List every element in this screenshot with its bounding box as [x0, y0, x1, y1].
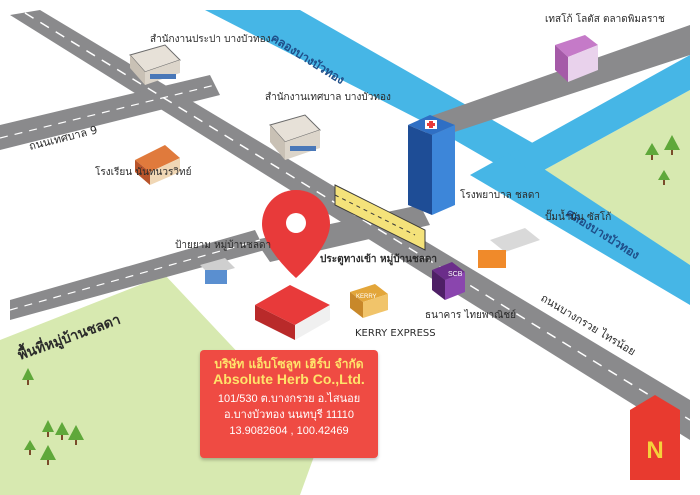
gas-station [478, 228, 540, 268]
right-green-area [535, 90, 690, 265]
road-centerline [24, 12, 691, 421]
bus-stop [200, 258, 235, 284]
municipal-office-building [269, 114, 321, 160]
road-lower-centerline [9, 239, 261, 311]
district-office-building [129, 44, 181, 85]
kerry-sign: KERRY [356, 294, 377, 300]
label-hospital: โรงพยาบาล ชลดา [460, 188, 540, 201]
canal-top [205, 10, 545, 175]
address-line-2: อ.บางบัวทอง นนทบุรี 11110 [223, 409, 354, 421]
label-tesco: เทสโก้ โลตัส ตลาดพิมลราช [545, 12, 665, 25]
company-info-card: บริษัท แอ็บโซลูท เฮิร์บ จำกัด Absolute H… [200, 350, 378, 458]
label-school: โรงเรียน นันทนวรวิทย์ [95, 165, 191, 178]
label-municipal-office: สำนักงานเทศบาล บางบัวทอง [265, 92, 391, 103]
label-kerry: KERRY EXPRESS [355, 328, 436, 339]
school-building [135, 145, 180, 185]
label-gas-station: ปั๊มน้ำมัน ซัสโก้ [545, 209, 611, 223]
gps-coordinates: 13.9082604 , 100.42469 [229, 425, 349, 437]
tesco-building [555, 35, 598, 82]
company-name-english: Absolute Herb Co.,Ltd. [213, 371, 365, 387]
north-letter: N [646, 437, 663, 464]
bridge [334, 184, 426, 251]
company-name-thai: บริษัท แอ็บโซลูท เฮิร์บ จำกัด [214, 357, 364, 371]
bank-building [432, 262, 465, 300]
canal-right [470, 150, 690, 305]
trees [22, 135, 680, 465]
label-bus-stop: ป้ายยาม หมู่บ้านชลดา [175, 239, 271, 251]
road-top-right [420, 25, 690, 140]
location-pin [262, 190, 330, 278]
road-left-centerline [0, 84, 216, 139]
canal-right-2 [510, 55, 690, 175]
label-gate: ประตูทางเข้า หมู่บ้านชลดา [320, 253, 437, 266]
address-line-1: 101/530 ต.บางกรวย อ.ไสนอย [217, 393, 361, 405]
company-building [255, 285, 330, 340]
road-left-lower [10, 230, 265, 320]
label-district-office: สำนักงานประปา บางบัวทอง [150, 34, 271, 45]
hospital-building [408, 115, 455, 215]
kerry-building [350, 284, 388, 318]
label-bank: ธนาคาร ไทยพาณิชย์ [425, 309, 516, 321]
road-left-upper [0, 75, 220, 150]
bank-sign: SCB [448, 271, 463, 278]
north-marker: N [630, 395, 680, 480]
